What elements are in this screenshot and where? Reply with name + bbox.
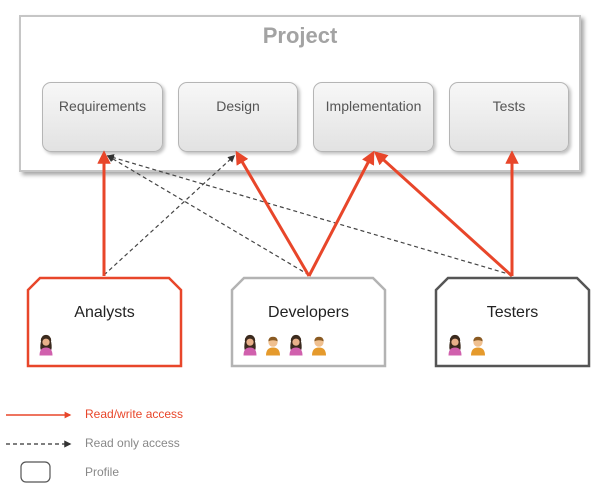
legend-profile-shape xyxy=(20,461,51,483)
legend-read-only-label: Read only access xyxy=(85,436,180,450)
legend-read-write-label: Read/write access xyxy=(85,407,184,421)
profile-analysts: Analysts xyxy=(28,280,181,366)
read-only-arrows xyxy=(103,154,513,276)
profile-analysts-shape xyxy=(26,276,183,368)
artifact-implementation: Implementation xyxy=(313,82,434,152)
read-write-arrows xyxy=(97,150,519,278)
artifact-label: Design xyxy=(216,98,260,114)
artifact-design: Design xyxy=(178,82,298,152)
profile-testers: Testers xyxy=(436,280,589,366)
artifact-tests: Tests xyxy=(449,82,569,152)
profile-label: Analysts xyxy=(74,304,135,321)
arrow-testers-requirements-readonly xyxy=(106,154,513,276)
profile-label: Testers xyxy=(486,304,539,321)
project-title: Project xyxy=(262,23,338,48)
arrow-developers-requirements-readonly xyxy=(106,155,310,276)
profile-developers: Developers xyxy=(232,280,385,366)
arrow-testers-implementation-readwrite xyxy=(373,151,514,278)
arrow-developers-implementation-readwrite xyxy=(307,150,375,277)
artifact-label: Requirements xyxy=(58,98,147,114)
profile-label: Developers xyxy=(268,304,349,321)
arrow-developers-design-readwrite xyxy=(235,150,311,277)
legend-profile-label: Profile xyxy=(85,465,120,479)
artifact-label: Implementation xyxy=(325,98,422,114)
arrow-analysts-design-readonly xyxy=(103,155,236,276)
artifact-label: Tests xyxy=(492,98,526,114)
